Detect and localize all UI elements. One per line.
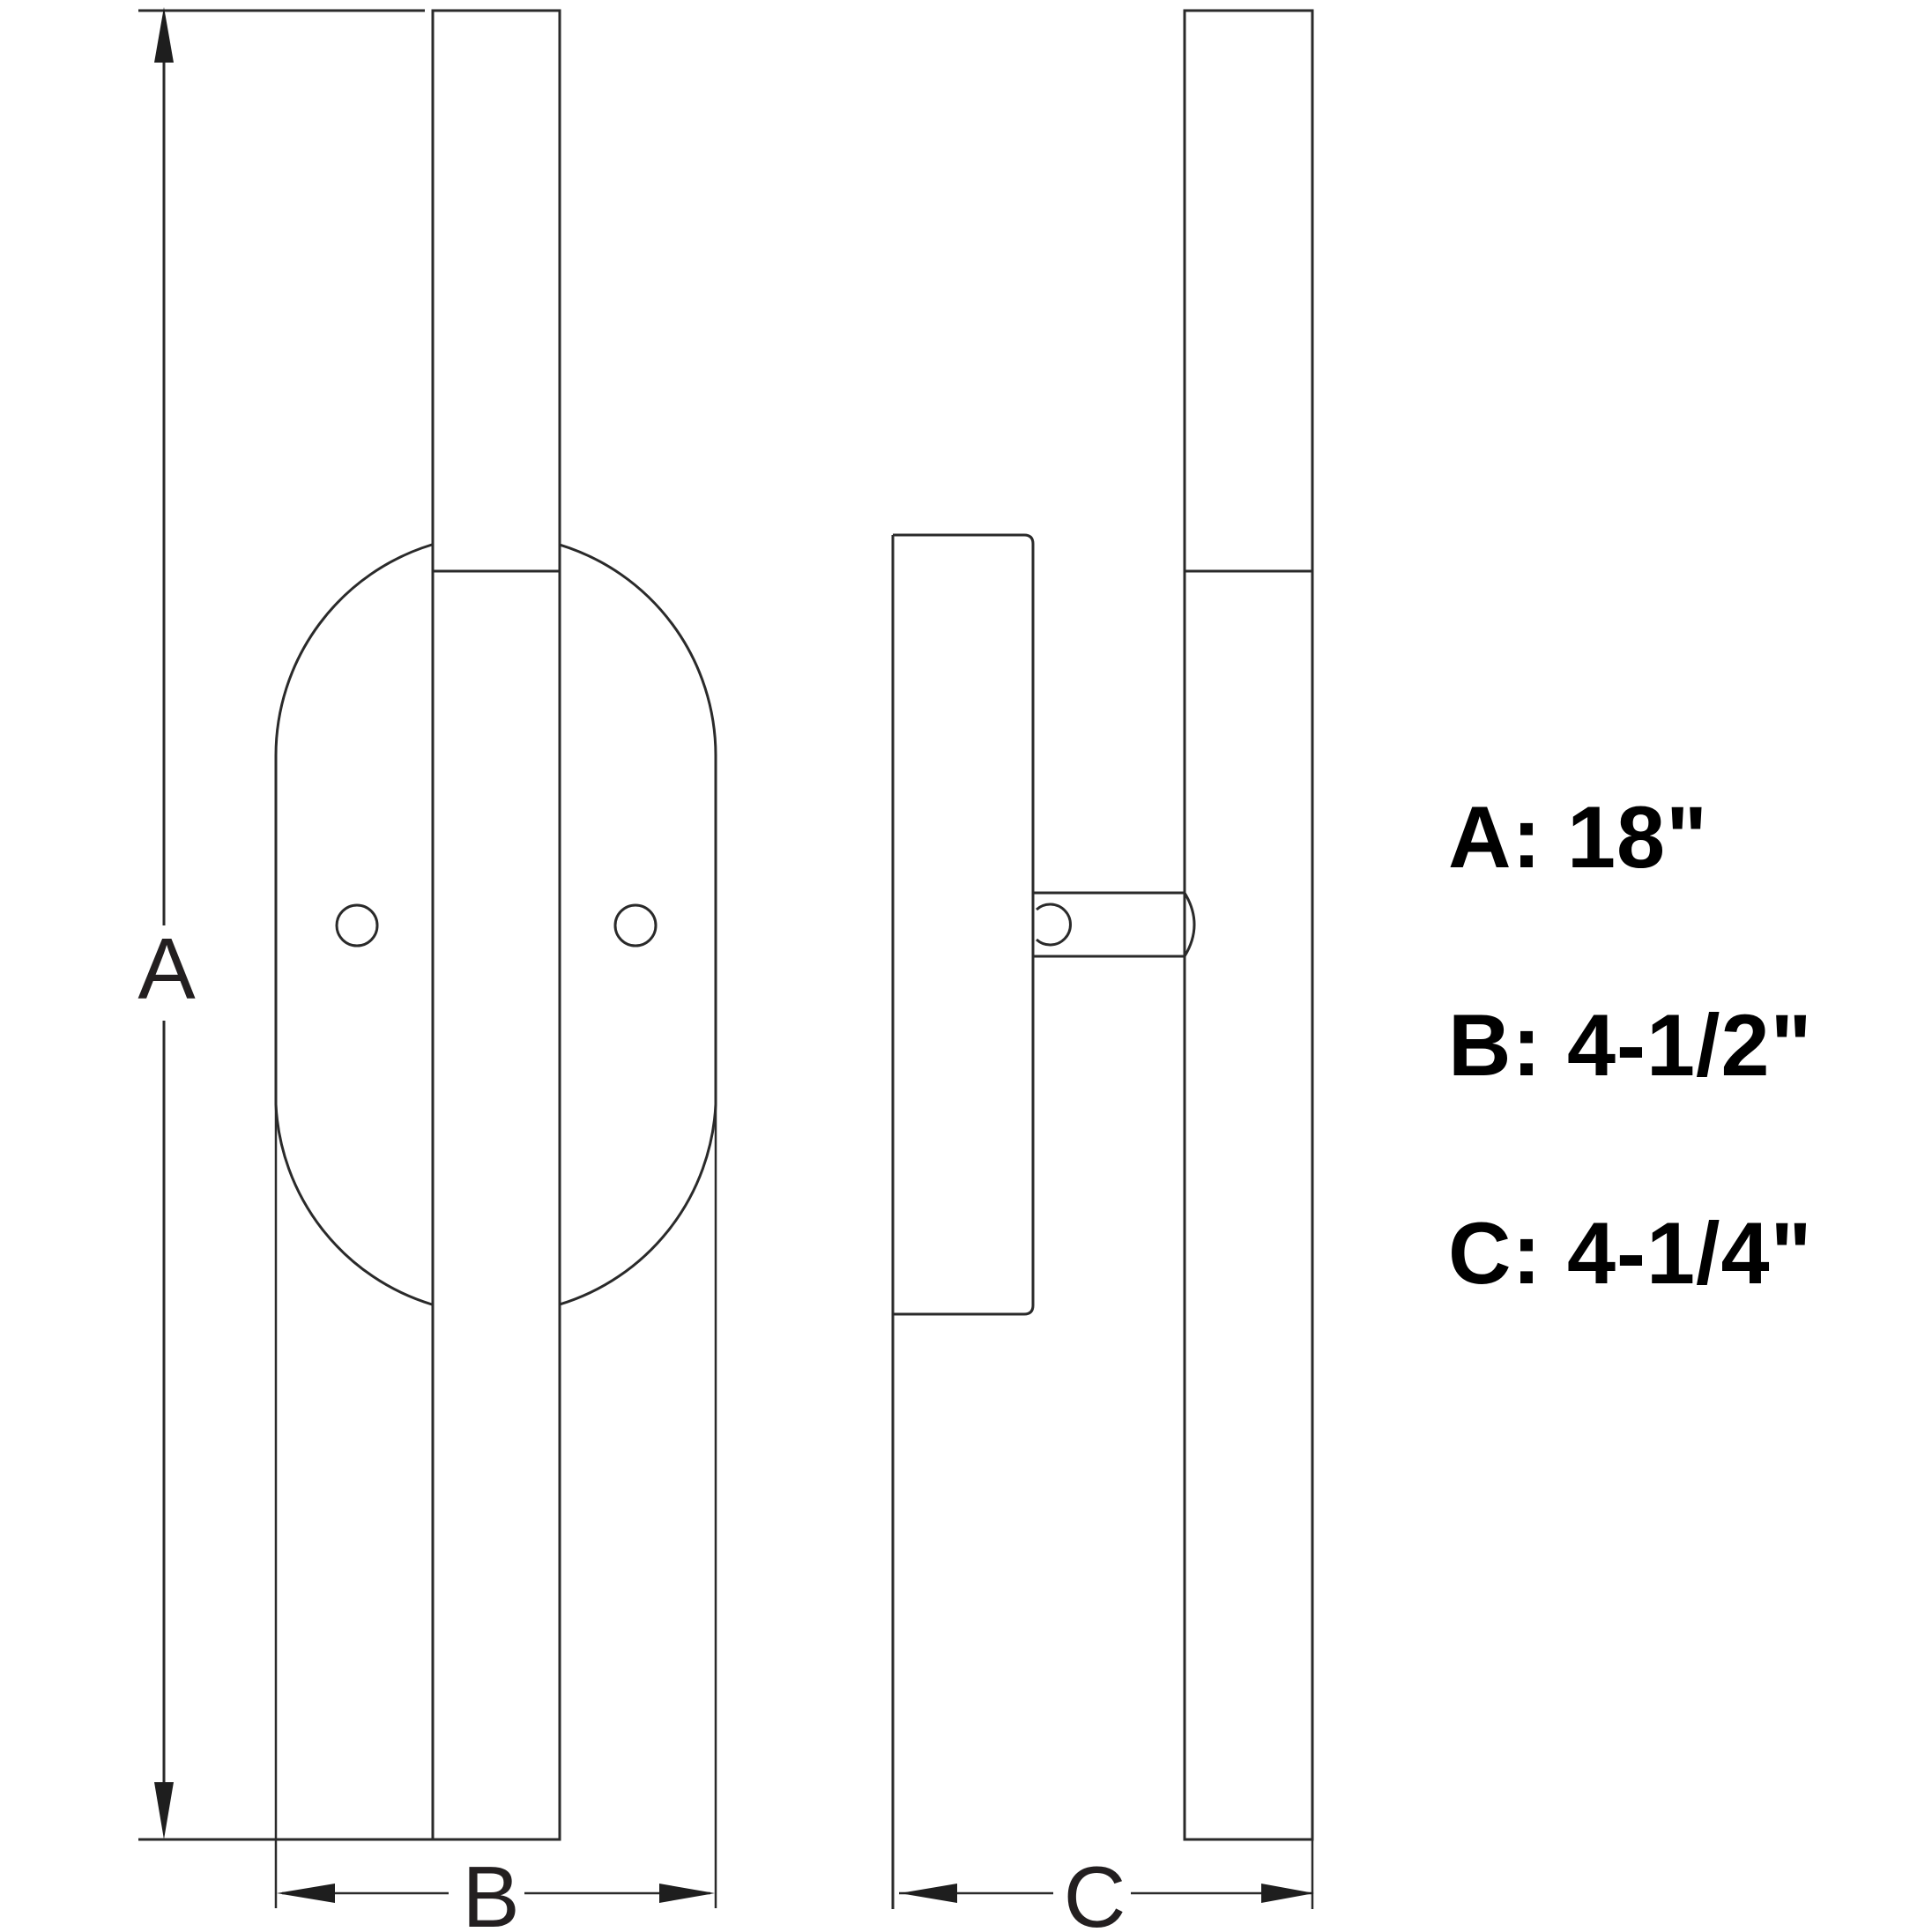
mounting-hole-right (613, 903, 658, 947)
side-view (891, 9, 1314, 1909)
arrow-down-icon (154, 1782, 174, 1839)
dimension-c: C (899, 1848, 1314, 1932)
dim-a-label: A (137, 920, 196, 1017)
dim-c-label: C (1064, 1848, 1126, 1932)
front-light-bar (431, 9, 561, 1841)
backplate-outline-right (559, 543, 717, 1306)
mounting-hole-left (335, 903, 379, 947)
arrow-left-icon (277, 1884, 335, 1903)
arrow-left-icon (900, 1884, 957, 1903)
side-light-bar (1183, 9, 1314, 1841)
dimension-a: A (137, 7, 437, 1841)
arrow-up-icon (154, 7, 174, 63)
backplate-outline-left (274, 543, 433, 1306)
arrow-right-icon (659, 1884, 715, 1903)
spec-c: C: 4-1/4" (1448, 1204, 1813, 1302)
front-view (274, 9, 717, 1908)
arm-joint-bump (1183, 892, 1196, 957)
dim-b-label: B (462, 1848, 519, 1932)
arm-pivot-circle (1035, 903, 1072, 947)
arrow-right-icon (1261, 1884, 1314, 1903)
spec-b: B: 4-1/2" (1448, 996, 1813, 1094)
dimension-b: B (277, 1848, 715, 1932)
side-mount-plate (893, 533, 1035, 1316)
side-arm (1031, 891, 1186, 958)
spec-a: A: 18" (1448, 788, 1709, 886)
